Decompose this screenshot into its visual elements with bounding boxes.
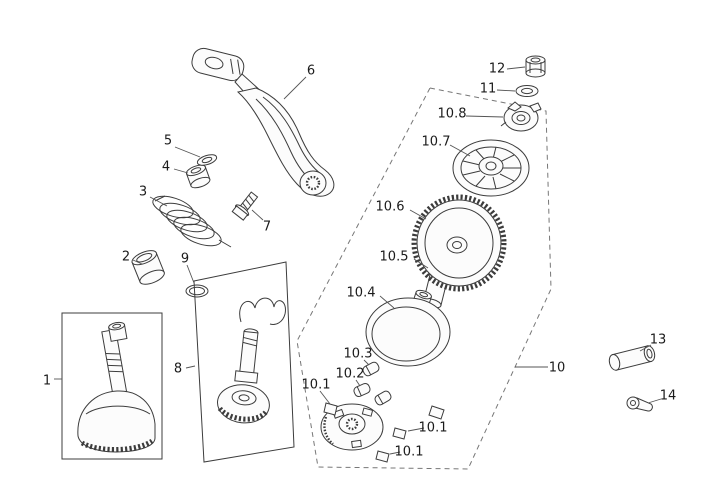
roller-weights-drawing [323,361,445,463]
return-spring-drawing [152,195,232,248]
part-label-4: 4 [161,159,171,175]
part-label-2: 2 [121,249,131,265]
part-label-10-2: 10.2 [335,366,365,382]
part-label-10-4: 10.4 [346,285,376,301]
leader-lines [54,66,662,455]
bolt-drawing [231,191,259,221]
spring-washer-drawing [515,85,539,97]
washer-drawing [196,154,218,166]
crankshaft-assembly-drawing [77,321,156,453]
movable-drive-face-drawing [320,403,384,451]
hook-clip-drawing [626,396,653,412]
spindle-box [193,261,295,463]
snap-ring-drawing [185,284,209,298]
variator-group-outline [296,87,552,470]
part-label-10-5: 10.5 [379,249,409,265]
part-label-8: 8 [173,361,183,377]
part-label-10-8: 10.8 [437,106,467,122]
kickstart-lever-drawing [191,47,335,197]
roller-pin-drawing [608,345,656,371]
part-label-13: 13 [649,332,667,348]
part-label-10-1-b: 10.1 [418,420,448,436]
kickstart-spindle-drawing [193,261,295,463]
starter-ring-gear-drawing [411,194,507,292]
ratchet-plate-drawing [500,101,542,132]
part-label-3: 3 [138,184,148,200]
part-label-10-1-c: 10.1 [394,444,424,460]
bushing-drawing [131,250,165,285]
part-label-10-7: 10.7 [421,134,451,150]
collar-drawing [185,164,211,189]
part-label-7: 7 [262,219,272,235]
part-label-11: 11 [479,81,497,97]
part-label-14: 14 [659,388,677,404]
part-label-10-3: 10.3 [343,346,373,362]
part-label-5: 5 [163,133,173,149]
part-label-6: 6 [306,63,316,79]
part-label-10: 10 [548,360,566,376]
crankshaft-box [61,312,163,460]
lock-nut-drawing [525,55,546,78]
part-label-9: 9 [180,251,190,267]
part-label-12: 12 [488,61,506,77]
fan-face-drawing [452,139,530,197]
part-label-1: 1 [42,373,52,389]
drive-pulley-half-drawing [365,289,451,367]
part-label-10-1-a: 10.1 [301,377,331,393]
part-label-10-6: 10.6 [375,199,405,215]
